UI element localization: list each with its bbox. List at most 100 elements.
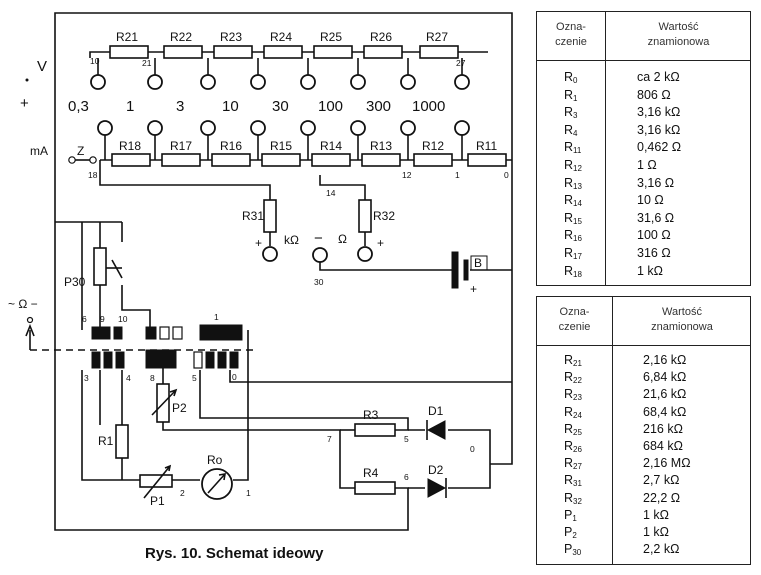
svg-text:R25: R25 <box>320 30 342 44</box>
component-value: 2,2 kΩ <box>643 542 680 557</box>
node-label: 7 <box>327 434 332 444</box>
resistor-r3: R3 7 5 <box>327 408 409 444</box>
component-symbol: R26 <box>564 439 582 454</box>
resistor-r32: R32 + <box>357 199 395 262</box>
component-symbol: R13 <box>564 175 582 191</box>
svg-text:R24: R24 <box>270 30 292 44</box>
node-label: 1 <box>455 170 460 180</box>
table-row: R16 100 Ω <box>537 228 750 243</box>
svg-text:R4: R4 <box>363 466 379 480</box>
node-label: 6 <box>82 314 87 324</box>
svg-text:R16: R16 <box>220 139 242 153</box>
svg-text:R31: R31 <box>242 209 264 223</box>
node-label: 18 <box>88 170 98 180</box>
column-header: Wartość znamionowa <box>647 21 710 48</box>
table-row: R32 22,2 Ω <box>537 491 750 506</box>
component-value: 21,6 kΩ <box>643 387 687 402</box>
resistor-r26: R26 <box>363 30 403 59</box>
battery-b: B + <box>451 251 488 296</box>
node-label: 10 <box>90 56 100 66</box>
component-value: 1 kΩ <box>637 263 664 278</box>
component-value: 68,4 kΩ <box>643 404 687 419</box>
component-value: 22,2 Ω <box>643 490 681 505</box>
resistor-r1: R1 <box>98 424 129 459</box>
range-label: 300 <box>366 98 391 115</box>
voltage-terminal: V + <box>20 58 47 112</box>
component-symbol: R16 <box>564 228 582 244</box>
node-label: 0 <box>504 170 509 180</box>
svg-text:R26: R26 <box>370 30 392 44</box>
node-label: 30 <box>314 277 324 287</box>
svg-text:R21: R21 <box>116 30 138 44</box>
range-sockets-lower <box>97 120 470 160</box>
component-value: 1 kΩ <box>643 507 670 522</box>
node-label: 21 <box>142 58 152 68</box>
svg-text:R14: R14 <box>320 139 342 153</box>
component-symbol: R14 <box>564 193 582 209</box>
component-value: 6,84 kΩ <box>643 370 687 385</box>
table-header: Ozna- czenie Wartość znamionowa <box>537 12 750 61</box>
node-label: 6 <box>404 472 409 482</box>
svg-text:R32: R32 <box>373 209 395 223</box>
column-header: Ozna- czenie <box>558 306 591 333</box>
svg-text:−: − <box>314 230 323 247</box>
component-symbol: R32 <box>564 490 582 506</box>
range-label: 100 <box>318 98 343 115</box>
svg-text:Z: Z <box>77 144 84 158</box>
table-row: R24 68,4 kΩ <box>537 405 750 420</box>
resistor-r12: R12 <box>413 139 453 167</box>
node-label: 27 <box>456 58 466 68</box>
component-value: 10 Ω <box>637 193 664 208</box>
column-header: Wartość znamionowa <box>651 306 713 333</box>
potentiometer-p2: P2 <box>151 383 187 423</box>
table-header: Ozna- czenie Wartość znamionowa <box>537 297 750 346</box>
svg-text:R17: R17 <box>170 139 192 153</box>
component-value: 3,16 kΩ <box>637 105 681 120</box>
component-symbol: P2 <box>564 525 577 540</box>
resistor-r16: R16 <box>211 139 251 167</box>
svg-text:R13: R13 <box>370 139 392 153</box>
range-label: 30 <box>272 98 289 115</box>
svg-text:R15: R15 <box>270 139 292 153</box>
component-symbol: R0 <box>564 70 578 85</box>
svg-text:B: B <box>474 256 482 270</box>
svg-text:+: + <box>20 95 29 112</box>
meter-ro: Ro 1 <box>201 453 251 500</box>
resistor-r15: R15 <box>261 139 301 167</box>
component-symbol: R1 <box>564 87 578 103</box>
svg-text:P1: P1 <box>150 494 165 508</box>
component-symbol: R31 <box>564 473 582 489</box>
svg-text:R23: R23 <box>220 30 242 44</box>
component-symbol: R3 <box>564 105 578 121</box>
svg-text:+: + <box>255 236 262 250</box>
component-symbol: R24 <box>564 404 582 420</box>
component-value: 1 Ω <box>637 158 657 172</box>
node-label: 2 <box>180 488 185 498</box>
diode-d2: D2 0 <box>427 444 475 498</box>
diode-d1: D1 <box>426 404 446 440</box>
component-symbol: R17 <box>564 246 582 261</box>
component-value: 100 Ω <box>637 228 671 243</box>
node-label: 1 <box>246 488 251 498</box>
svg-text:R12: R12 <box>422 139 444 153</box>
node-label: 3 <box>84 373 89 383</box>
resistor-r4: R4 6 <box>354 466 409 495</box>
component-symbol: P1 <box>564 507 577 523</box>
top-resistor-chain: R21 R22 R23 R24 R25 R26 R27 10 21 27 <box>90 30 466 68</box>
resistor-r17: R17 <box>161 139 201 167</box>
svg-text:R22: R22 <box>170 30 192 44</box>
node-label: 0 <box>470 444 475 454</box>
figure-caption: Rys. 10. Schemat ideowy <box>145 545 324 562</box>
